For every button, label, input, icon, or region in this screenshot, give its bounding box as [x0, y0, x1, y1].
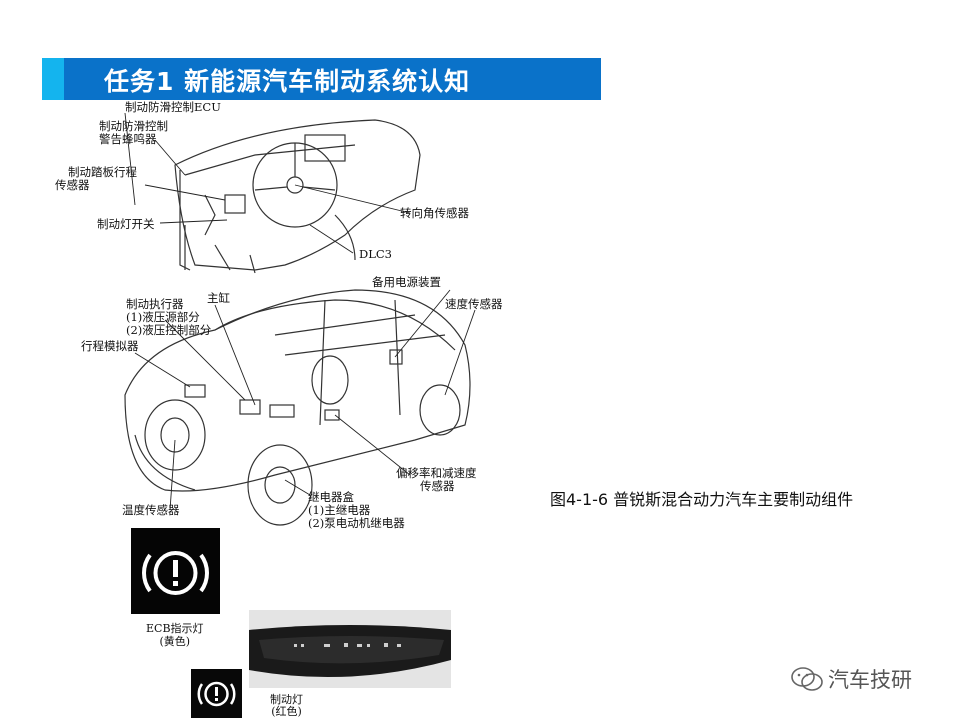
ecb-indicator — [131, 528, 220, 614]
title-bar — [42, 58, 601, 100]
label-dlc3: DLC3 — [359, 247, 392, 261]
label-master-cylinder: 主缸 — [207, 291, 230, 305]
label-actuator-3: (2)液压控制部分 — [126, 323, 212, 337]
brake-components-diagram — [124, 112, 476, 526]
label-skid-buzzer-1: 制动防滑控制 — [99, 119, 168, 133]
brake-lamp-indicator — [191, 669, 242, 718]
brake-lamp-label: 制动灯 (红色) — [270, 693, 303, 718]
label-actuator-2: (1)液压源部分 — [126, 310, 200, 324]
wechat-icon — [791, 667, 823, 691]
label-relay-2: (1)主继电器 — [308, 503, 371, 517]
label-skid-buzzer-2: 警告蜂鸣器 — [99, 132, 157, 146]
label-speed-sensor: 速度传感器 — [445, 297, 503, 311]
label-relay-3: (2)泵电动机继电器 — [308, 516, 405, 530]
figure-caption: 图4-1-6 普锐斯混合动力汽车主要制动组件 — [550, 490, 854, 509]
label-stroke-simulator: 行程模拟器 — [81, 339, 139, 353]
brake-lamp-icon — [197, 681, 236, 707]
label-relay-1: 继电器盒 — [308, 490, 354, 504]
watermark-text: 汽车技研 — [828, 668, 912, 692]
label-yaw-sensor-1: 偏移率和减速度 — [396, 466, 477, 480]
title-accent — [42, 58, 64, 100]
label-skid-ecu: 制动防滑控制ECU — [125, 100, 221, 114]
ecb-label: ECB指示灯 (黄色) — [146, 622, 204, 648]
dashboard-photo — [249, 610, 451, 688]
label-steering-sensor: 转向角传感器 — [400, 206, 469, 220]
label-actuator-1: 制动执行器 — [126, 297, 184, 311]
watermark: 汽车技研 — [790, 664, 912, 694]
label-pedal-sensor-2: 传感器 — [55, 178, 90, 192]
brake-warning-icon — [142, 551, 209, 595]
label-pedal-sensor-1: 制动踏板行程 — [68, 165, 137, 179]
label-backup-power: 备用电源装置 — [372, 275, 441, 289]
label-temp-sensor: 温度传感器 — [122, 503, 180, 517]
label-stop-switch: 制动灯开关 — [97, 217, 155, 231]
label-yaw-sensor-2: 传感器 — [420, 479, 455, 493]
page-title: 任务1 新能源汽车制动系统认知 — [104, 67, 471, 96]
